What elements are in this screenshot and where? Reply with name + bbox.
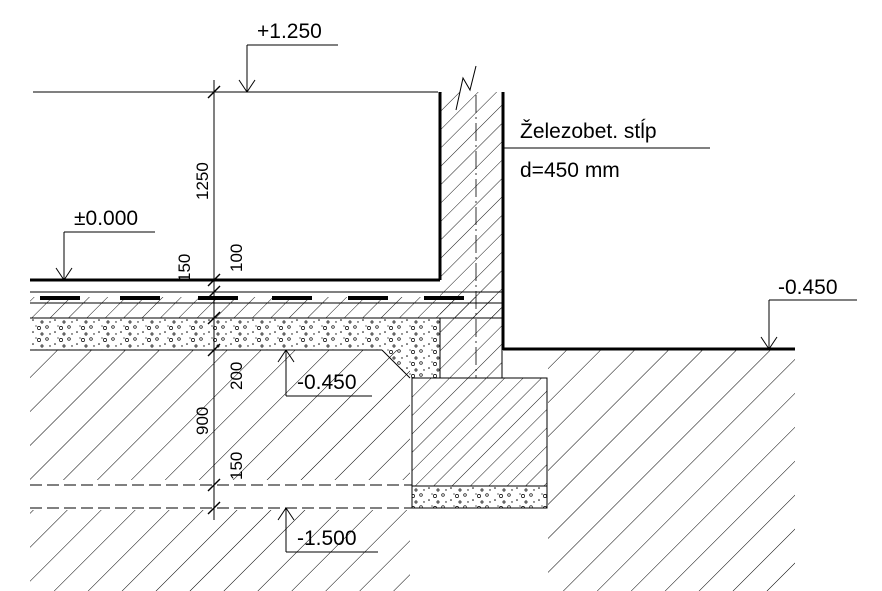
level-slab-bottom-label: -0.450 bbox=[297, 371, 357, 394]
column-label: Železobet. stĺp d=450 mm bbox=[503, 119, 710, 182]
level-marker-ground-right: -0.450 bbox=[760, 276, 857, 350]
level-top-label: +1.250 bbox=[257, 20, 322, 43]
column-label-line1: Železobet. stĺp bbox=[520, 119, 657, 143]
dimension-200: 200 bbox=[227, 362, 246, 390]
level-marker-slab-bottom: -0.450 bbox=[277, 349, 372, 397]
dimension-1250: 1250 bbox=[193, 162, 212, 200]
floor-slab bbox=[30, 278, 502, 319]
foundation-reference-lines bbox=[30, 484, 412, 509]
break-symbol bbox=[455, 65, 477, 111]
level-floor-label: ±0.000 bbox=[74, 207, 138, 230]
dimension-100: 100 bbox=[227, 244, 246, 272]
soil-hatch bbox=[30, 350, 795, 591]
level-foundation-label: -1.500 bbox=[297, 527, 357, 550]
level-marker-foundation: -1.500 bbox=[277, 507, 378, 553]
footing bbox=[411, 377, 548, 509]
level-marker-floor: ±0.000 bbox=[55, 207, 155, 281]
gravel-bed bbox=[30, 318, 441, 379]
vertical-dimension-chain bbox=[207, 80, 221, 520]
dimension-900: 900 bbox=[193, 407, 212, 435]
column-label-line2: d=450 mm bbox=[520, 159, 620, 182]
dimension-150-bottom: 150 bbox=[227, 452, 246, 480]
level-ground-right-label: -0.450 bbox=[778, 276, 838, 299]
concrete-column bbox=[438, 92, 505, 378]
level-marker-top: +1.250 bbox=[238, 20, 338, 93]
dimension-150-top: 150 bbox=[175, 254, 194, 282]
